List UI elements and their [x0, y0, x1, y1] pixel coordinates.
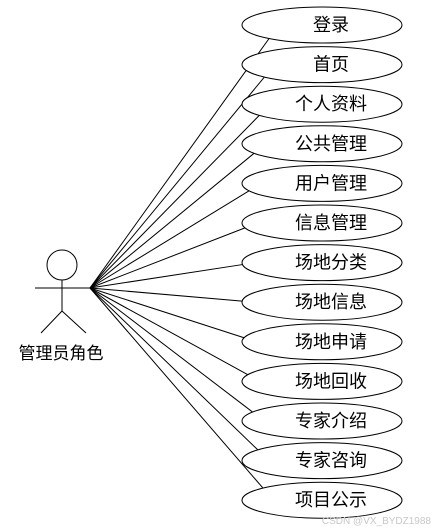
use-case-label: 专家介绍	[295, 411, 367, 432]
use-case-ellipse	[241, 46, 403, 84]
association-line	[89, 287, 245, 339]
use-case-ellipse	[241, 6, 403, 44]
association-line	[89, 287, 243, 302]
association-line	[89, 115, 260, 289]
association-line	[89, 287, 253, 413]
actor: 管理员角色	[19, 249, 104, 364]
actor-head	[46, 249, 78, 281]
use-case-label: 场地回收	[295, 371, 367, 392]
use-case-label: 首页	[313, 55, 349, 76]
use-case-label: 用户管理	[295, 173, 367, 194]
use-case-label: 场地分类	[295, 253, 367, 274]
use-case-label: 场地信息	[295, 292, 367, 313]
use-case: 信息管理	[241, 204, 403, 242]
association-line	[89, 38, 270, 289]
use-case: 场地分类	[241, 244, 403, 282]
use-case: 公共管理	[241, 125, 403, 163]
association-line	[89, 76, 265, 289]
use-case: 专家介绍	[241, 402, 403, 440]
use-case-ellipse	[241, 244, 403, 282]
use-case-label: 个人资料	[295, 94, 367, 115]
use-case: 用户管理	[241, 164, 403, 202]
actor-left-leg	[40, 310, 63, 334]
use-cases: 登录首页个人资料公共管理用户管理信息管理场地分类场地信息场地申请场地回收专家介绍…	[241, 6, 403, 519]
watermark: CSDN @VX_BYDZ1988	[322, 516, 432, 527]
use-case: 个人资料	[241, 85, 403, 123]
use-case-label: 登录	[313, 15, 349, 36]
use-case: 首页	[241, 46, 403, 84]
use-case-ellipse	[241, 323, 403, 361]
use-case-ellipse	[241, 481, 403, 519]
use-case: 登录	[241, 6, 403, 44]
association-lines	[89, 38, 270, 489]
use-case-ellipse	[241, 402, 403, 440]
use-case-label: 项目公示	[295, 490, 367, 511]
use-case-ellipse	[241, 85, 403, 123]
use-case-ellipse	[241, 283, 403, 321]
use-case: 专家咨询	[241, 442, 403, 480]
use-case-label: 公共管理	[295, 134, 367, 155]
actor-label: 管理员角色	[19, 344, 104, 364]
association-line	[89, 152, 255, 289]
association-line	[89, 287, 264, 489]
use-case-label: 专家咨询	[295, 451, 367, 472]
use-case-ellipse	[241, 442, 403, 480]
association-line	[89, 227, 246, 289]
association-line	[89, 287, 249, 376]
use-case-ellipse	[241, 164, 403, 202]
use-case: 项目公示	[241, 481, 403, 519]
use-case: 场地申请	[241, 323, 403, 361]
use-case-label: 信息管理	[295, 213, 367, 234]
use-case-ellipse	[241, 125, 403, 163]
use-case-label: 场地申请	[295, 332, 367, 353]
use-case-ellipse	[241, 362, 403, 400]
association-line	[89, 287, 259, 451]
actor-right-leg	[61, 310, 87, 334]
association-line	[89, 264, 243, 289]
use-case-ellipse	[241, 204, 403, 242]
use-case: 场地信息	[241, 283, 403, 321]
use-case: 场地回收	[241, 362, 403, 400]
association-line	[89, 190, 250, 289]
